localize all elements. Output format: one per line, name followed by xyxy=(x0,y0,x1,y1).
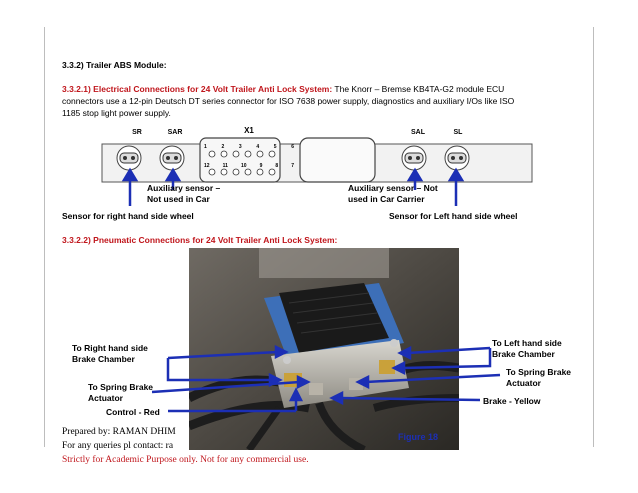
label-line: To Right hand side xyxy=(72,343,148,353)
port-label-sal: SAL xyxy=(411,129,425,136)
port-label-x1: X1 xyxy=(244,126,254,135)
footer-disclaimer: Strictly for Academic Purpose only. Not … xyxy=(62,455,309,465)
left-sensor-label: Sensor for Left hand side wheel xyxy=(389,211,518,221)
label-line: Actuator xyxy=(506,378,541,388)
blank-connector xyxy=(299,137,376,183)
electrical-heading: 3.3.2.1) Electrical Connections for 24 V… xyxy=(62,84,333,94)
pin-row-2: 12 11 10 9 8 7 xyxy=(204,163,294,169)
label-line: used in Car Carrier xyxy=(348,194,425,204)
pin-row-1: 1 2 3 4 5 6 xyxy=(204,144,294,150)
electrical-body-line2: connectors use a 12-pin Deutsch DT serie… xyxy=(62,96,515,106)
label-line: Not used in Car xyxy=(147,194,210,204)
label-line: To Left hand side xyxy=(492,338,562,348)
pin-label: 8 xyxy=(275,163,279,169)
abs-module-photo xyxy=(189,248,459,450)
pin-label: 2 xyxy=(221,144,225,150)
right-chamber-label: To Right hand side Brake Chamber xyxy=(72,343,148,365)
port-label-sr: SR xyxy=(132,129,142,136)
connector-panel xyxy=(101,137,533,183)
label-line: Auxiliary sensor – xyxy=(147,183,221,193)
pin-label: 3 xyxy=(238,144,242,150)
brake-yellow-label: Brake - Yellow xyxy=(483,396,541,406)
pneumatic-heading: 3.3.2.2) Pneumatic Connections for 24 Vo… xyxy=(62,235,338,245)
spring-brake-right-label: To Spring Brake Actuator xyxy=(506,367,571,389)
label-line: Brake Chamber xyxy=(492,349,555,359)
label-line: Actuator xyxy=(88,393,123,403)
port-label-sl: SL xyxy=(453,129,463,136)
pin-label: 1 xyxy=(204,144,207,150)
port-label-sar: SAR xyxy=(167,129,183,136)
figure-caption: Figure 18 xyxy=(398,432,439,442)
label-line: To Spring Brake xyxy=(506,367,572,377)
brass-fitting xyxy=(379,360,395,374)
aux-sensor-carrier-label: Auxiliary sensor – Not used in Car Carri… xyxy=(348,183,438,205)
pin-label: 10 xyxy=(240,163,247,169)
label-line: Brake Chamber xyxy=(72,354,135,364)
pin-label: 4 xyxy=(256,144,260,150)
fitting xyxy=(309,383,323,395)
page-border xyxy=(44,27,594,447)
control-red-label: Control - Red xyxy=(106,407,160,417)
aux-sensor-car-label: Auxiliary sensor – Not used in Car xyxy=(147,183,220,205)
electrical-body-line1: The Knorr – Bremse KB4TA-G2 module ECU xyxy=(332,84,505,94)
pin-label: 12 xyxy=(204,163,210,169)
pin-label: 6 xyxy=(291,144,294,150)
electrical-paragraph: 3.3.2.1) Electrical Connections for 24 V… xyxy=(62,83,592,119)
valve-body xyxy=(271,340,409,408)
footer-prepared: Prepared by: RAMAN DHIM xyxy=(62,427,176,437)
pin-label: 7 xyxy=(291,163,294,169)
pin-label: 5 xyxy=(273,144,277,150)
right-sensor-label: Sensor for right hand side wheel xyxy=(62,211,194,221)
footer-queries: For any queries pl contact: ra xyxy=(62,441,174,451)
electrical-arrows xyxy=(121,167,465,206)
label-line: Auxiliary sensor – Not xyxy=(348,183,438,193)
label-line: To Spring Brake xyxy=(88,382,154,392)
pin-label: 11 xyxy=(222,163,228,169)
electrical-body-line3: 1185 stop light power supply. xyxy=(62,108,171,118)
spring-brake-left-label: To Spring Brake Actuator xyxy=(88,382,153,404)
left-chamber-label: To Left hand side Brake Chamber xyxy=(492,338,562,360)
section-title: 3.3.2) Trailer ABS Module: xyxy=(62,60,167,70)
pin-label: 9 xyxy=(259,163,263,169)
